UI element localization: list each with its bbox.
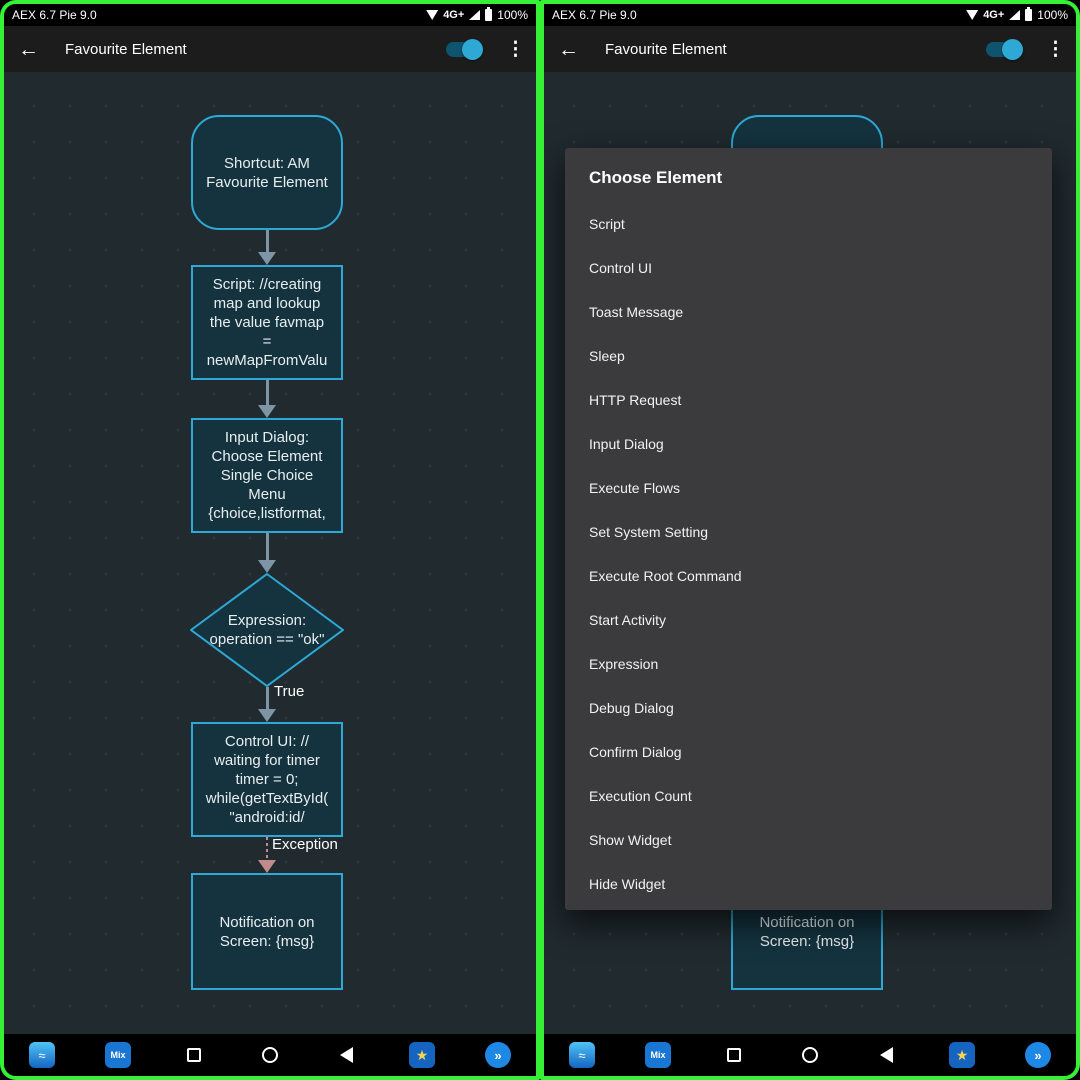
dialog-item-set-system-setting[interactable]: Set System Setting (589, 524, 709, 540)
dialog-item-script[interactable]: Script (589, 216, 625, 232)
recents-button[interactable] (178, 1039, 210, 1071)
share-app-icon[interactable]: » (1022, 1039, 1054, 1071)
back-button[interactable] (870, 1039, 902, 1071)
flow-edge-exception (255, 837, 279, 873)
home-circle-icon (802, 1047, 818, 1063)
dialog-item-debug-dialog[interactable]: Debug Dialog (589, 700, 674, 716)
flow-node-control-ui[interactable]: Control UI: // waiting for timer timer =… (191, 722, 343, 837)
home-button[interactable] (794, 1039, 826, 1071)
diamond-shape (189, 572, 345, 688)
toggle-knob (462, 38, 483, 60)
mix-app-icon[interactable]: Mix (642, 1039, 674, 1071)
flow-edge-true (255, 687, 279, 722)
flow-enabled-toggle[interactable] (986, 38, 1023, 60)
recents-square-icon (187, 1048, 201, 1062)
page-title: Favourite Element (65, 40, 187, 58)
flow-node-notification[interactable]: Notification on Screen: {msg} (191, 873, 343, 990)
flow-enabled-toggle[interactable] (446, 38, 483, 60)
carrier-label: AEX 6.7 Pie 9.0 (552, 8, 637, 22)
recents-square-icon (727, 1048, 741, 1062)
dialog-item-show-widget[interactable]: Show Widget (589, 832, 672, 848)
flow-node-expression-label: Expression: operation == "ok" (209, 612, 325, 648)
edge-label-true: True (274, 683, 305, 700)
network-type-label: 4G+ (443, 9, 465, 21)
wifi-icon (966, 10, 979, 20)
status-bar: AEX 6.7 Pie 9.0 4G+ 100% (4, 4, 536, 26)
page-title: Favourite Element (605, 40, 727, 58)
app-bar: ← Favourite Element ⋮ (4, 26, 536, 72)
network-type-label: 4G+ (983, 9, 1005, 21)
dialog-item-execute-root-command[interactable]: Execute Root Command (589, 568, 742, 584)
battery-percent-label: 100% (497, 8, 528, 22)
back-arrow-icon[interactable]: ← (558, 37, 579, 61)
cell-signal-icon (1009, 10, 1021, 20)
dialog-item-execution-count[interactable]: Execution Count (589, 788, 692, 804)
dialog-item-input-dialog[interactable]: Input Dialog (589, 436, 664, 452)
dialog-item-confirm-dialog[interactable]: Confirm Dialog (589, 744, 682, 760)
overflow-menu-icon[interactable]: ⋮ (506, 38, 525, 60)
choose-element-dialog: Choose Element Script Control UI Toast M… (565, 148, 1052, 910)
flow-edge (255, 380, 279, 418)
flowchart-canvas[interactable]: Shortcut: AM Favourite Element Script: /… (544, 72, 1076, 1034)
dialog-item-hide-widget[interactable]: Hide Widget (589, 876, 666, 892)
dialog-item-control-ui[interactable]: Control UI (589, 260, 653, 276)
dialog-item-sleep[interactable]: Sleep (589, 348, 625, 364)
carrier-label: AEX 6.7 Pie 9.0 (12, 8, 97, 22)
mix-app-icon[interactable]: Mix (102, 1039, 134, 1071)
dialog-title: Choose Element (589, 168, 723, 187)
back-arrow-icon[interactable]: ← (18, 37, 39, 61)
flow-node-shortcut[interactable]: Shortcut: AM Favourite Element (191, 115, 343, 230)
app-icon-waves[interactable]: ≈ (26, 1039, 58, 1071)
mix-icon: Mix (105, 1042, 131, 1068)
flowchart-canvas[interactable]: Shortcut: AM Favourite Element Script: /… (4, 72, 536, 1034)
dialog-item-start-activity[interactable]: Start Activity (589, 612, 667, 628)
cell-signal-icon (469, 10, 481, 20)
status-bar: AEX 6.7 Pie 9.0 4G+ 100% (544, 4, 1076, 26)
navigation-bar: ≈ Mix ★ » (544, 1034, 1076, 1076)
dialog-item-toast-message[interactable]: Toast Message (589, 304, 684, 320)
overflow-menu-icon[interactable]: ⋮ (1046, 38, 1065, 60)
flow-node-script[interactable]: Script: //creating map and lookup the va… (191, 265, 343, 380)
dialog-item-http-request[interactable]: HTTP Request (589, 392, 682, 408)
share-icon: » (1025, 1042, 1051, 1068)
back-triangle-icon (339, 1047, 353, 1063)
home-circle-icon (262, 1047, 278, 1063)
dialog-item-execute-flows[interactable]: Execute Flows (589, 480, 681, 496)
waves-icon: ≈ (569, 1042, 595, 1068)
star-app-icon[interactable]: ★ (406, 1039, 438, 1071)
share-app-icon[interactable]: » (482, 1039, 514, 1071)
flow-edge (255, 533, 279, 573)
star-icon: ★ (409, 1042, 435, 1068)
star-app-icon[interactable]: ★ (946, 1039, 978, 1071)
battery-icon (1025, 7, 1033, 21)
waves-icon: ≈ (29, 1042, 55, 1068)
flow-node-input-dialog[interactable]: Input Dialog: Choose Element Single Choi… (191, 418, 343, 533)
toggle-knob (1002, 38, 1023, 60)
left-screen: AEX 6.7 Pie 9.0 4G+ 100% ← Favourite Ele… (0, 0, 540, 1080)
wifi-icon (426, 10, 439, 20)
right-screen: AEX 6.7 Pie 9.0 4G+ 100% ← Favourite Ele… (540, 0, 1080, 1080)
navigation-bar: ≈ Mix ★ » (4, 1034, 536, 1076)
mix-icon: Mix (645, 1042, 671, 1068)
flow-node-expression[interactable]: Expression: operation == "ok" (189, 572, 345, 688)
share-icon: » (485, 1042, 511, 1068)
back-triangle-icon (879, 1047, 893, 1063)
dialog-item-expression[interactable]: Expression (589, 656, 659, 672)
battery-percent-label: 100% (1037, 8, 1068, 22)
edge-label-exception: Exception (272, 836, 338, 853)
back-button[interactable] (330, 1039, 362, 1071)
home-button[interactable] (254, 1039, 286, 1071)
recents-button[interactable] (718, 1039, 750, 1071)
flow-edge (255, 230, 279, 265)
battery-icon (485, 7, 493, 21)
star-icon: ★ (949, 1042, 975, 1068)
app-bar: ← Favourite Element ⋮ (544, 26, 1076, 72)
app-icon-waves[interactable]: ≈ (566, 1039, 598, 1071)
